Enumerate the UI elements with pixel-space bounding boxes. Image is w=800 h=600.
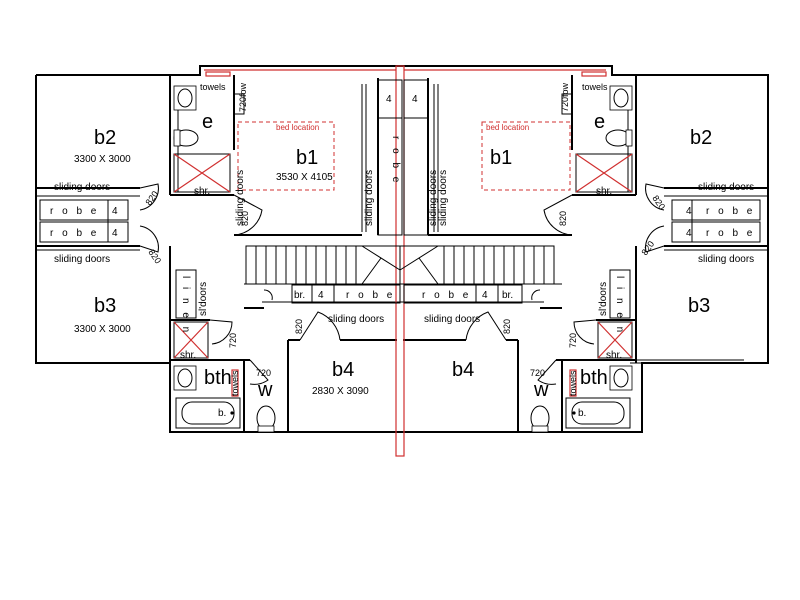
robe-vertical-left: r o b e [390,136,401,185]
sl-doors-right: sl'doors [598,282,609,316]
room-b4-right: b4 [452,359,474,381]
labels-left: b2 3300 X 3000 sliding doors r o b e 4 r… [50,82,401,419]
room-b3-right: b3 [688,295,710,317]
sliding-doors-b1-left-2: sliding doors [235,170,246,226]
dim-b1-left: 3530 X 4105 [276,172,333,183]
door-720fow-right: 720fow [560,82,570,112]
shr-upper-left: shr. [194,186,210,197]
door-820-d-right: 820 [502,319,512,334]
br-right: br. [502,290,513,301]
stairs-left [245,245,401,285]
sliding-doors-b1-left: sliding doors [364,170,375,226]
robe-lower-right: r o b e [706,228,755,239]
robe-vertical-left-4: 4 [386,94,392,105]
sliding-doors-b3-left: sliding doors [54,254,110,265]
shr-lower-right: shr. [606,350,622,361]
sliding-doors-hall-left: sliding doors [328,314,384,325]
robe-vertical-right-4: 4 [412,94,418,105]
towel-rail-left [205,71,231,77]
towel-rail-bath-left [231,369,239,397]
shr-upper-right: shr. [596,186,612,197]
towels-bath-right: towels [568,370,578,396]
dim-b4-left: 2830 X 3090 [312,386,369,397]
robe-hall-right: r o b e [422,290,471,301]
robe-upper-right: r o b e [706,206,755,217]
room-b1-right: b1 [490,147,512,169]
door-820-d-left: 820 [294,319,304,334]
linen-left: l i n e n [180,276,191,335]
door-820-b-right: 820 [639,239,656,257]
room-b3-left: b3 [94,295,116,317]
bed-location-right-label: bed location [486,123,529,132]
sliding-doors-hall-right: sliding doors [424,314,480,325]
robe-lower-left-4: 4 [112,228,118,239]
room-bth-right: bth [580,367,608,389]
door-820-b-left: 820 [146,247,163,265]
room-e-right: e [594,111,605,133]
robe-hall-left: r o b e [346,290,395,301]
bed-location-left [237,121,335,191]
door-720-a-right: 720 [568,333,578,348]
robe-upper-left: r o b e [50,206,99,217]
fixtures-right [530,85,633,433]
robe-upper-left-4: 4 [112,206,118,217]
fixtures-left [173,85,276,433]
sl-doors-left: sl'doors [198,282,209,316]
towels-bath-left: towels [230,370,240,396]
br-left: br. [294,290,305,301]
room-b4-left: b4 [332,359,354,381]
room-b2-right: b2 [690,127,712,149]
robe-hall-left-4: 4 [318,290,324,301]
robe-lower-right-4: 4 [686,228,692,239]
sliding-doors-b3-right: sliding doors [698,254,754,265]
room-bth-left: bth [204,367,232,389]
bath-right: b. [578,408,586,419]
door-820-c-right: 820 [558,211,568,226]
doors [139,93,665,385]
door-720-a-left: 720 [228,333,238,348]
towels-left: towels [200,82,226,92]
room-w-right: w [533,379,549,401]
dim-b3-left: 3300 X 3000 [74,324,131,335]
robe-hall-right-4: 4 [482,290,488,301]
towel-rail-bath-right [569,369,577,397]
bed-location-right [481,121,571,191]
shr-lower-left: shr. [180,350,196,361]
party-wall [204,65,606,457]
room-b1-left: b1 [296,147,318,169]
robes-right [403,79,761,319]
room-b2-left: b2 [94,127,116,149]
room-e-left: e [202,111,213,133]
door-720fow-left: 720fow [238,82,248,112]
robes-left [39,79,403,319]
sliding-doors-b2-left: sliding doors [54,182,110,193]
door-720-b-left: 720 [256,368,271,378]
towels-right: towels [582,82,608,92]
bath-left: b. [218,408,226,419]
dim-b2-left: 3300 X 3000 [74,154,131,165]
robe-lower-left: r o b e [50,228,99,239]
robe-upper-right-4: 4 [686,206,692,217]
sliding-doors-b2-right: sliding doors [698,182,754,193]
door-720-b-right: 720 [530,368,545,378]
linen-right: l i n e n [614,276,625,335]
stairs-right [399,245,555,285]
sliding-door-tracks [36,84,768,251]
towel-rail-right [581,71,607,77]
door-820-c-left: 820 [240,211,250,226]
sliding-doors-b1-right-2: sliding doors [428,170,439,226]
room-w-left: w [257,379,273,401]
sliding-doors-b1-right: sliding doors [438,170,449,226]
bed-location-left-label: bed location [276,123,319,132]
